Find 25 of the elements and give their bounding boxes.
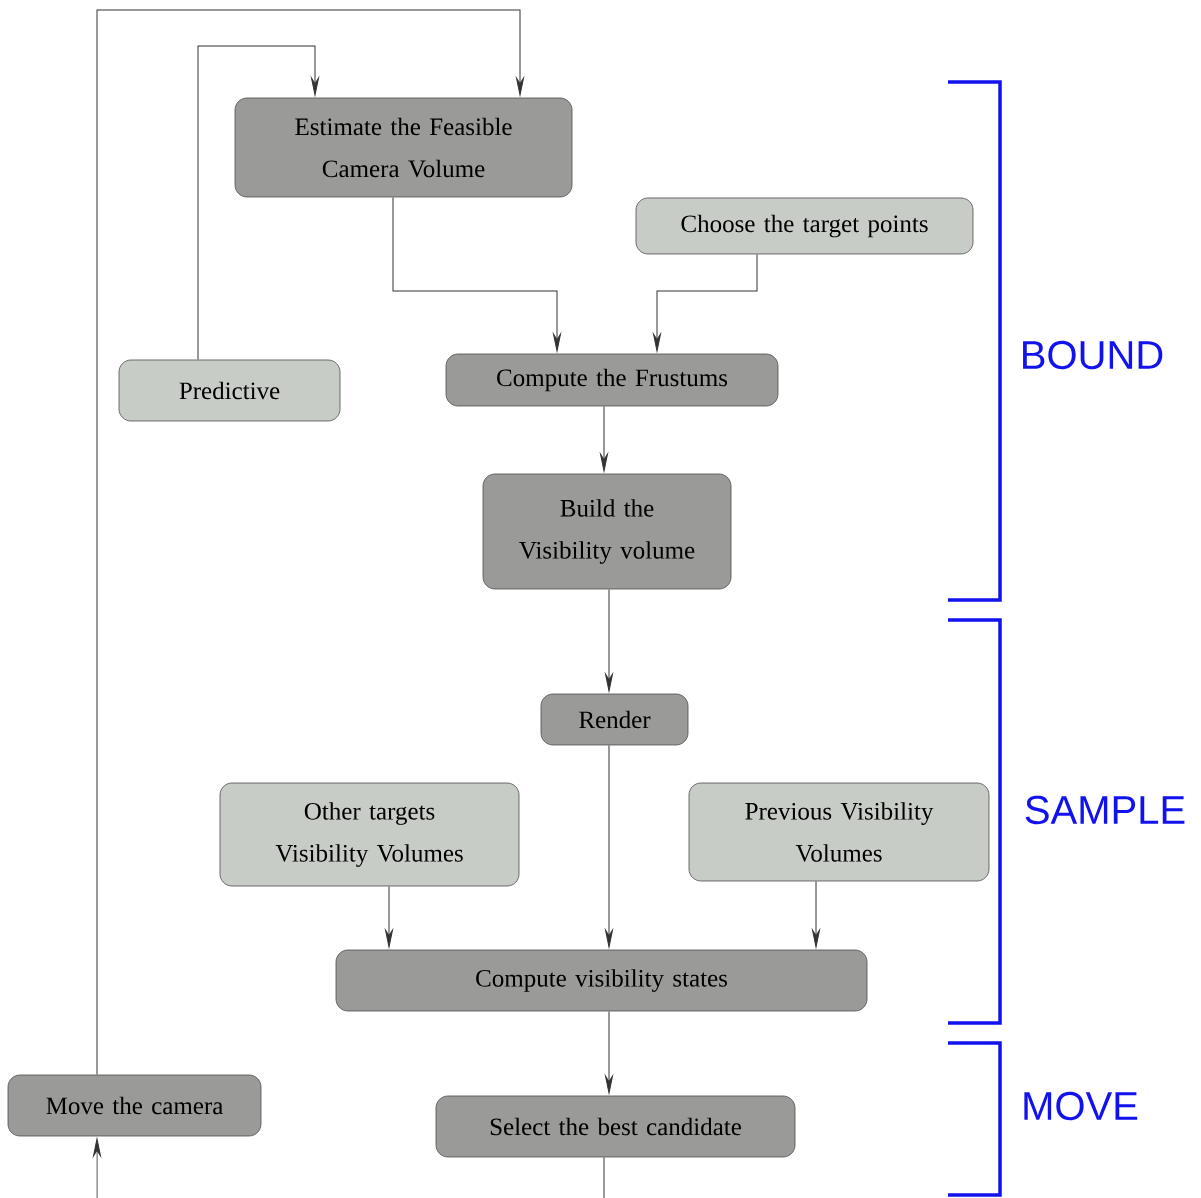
arrow: [93, 1138, 605, 1198]
arrow: [197, 45, 319, 361]
arrow: [605, 588, 613, 692]
section-label: BOUND: [1023, 340, 1163, 370]
process-box: Compute visibility states: [335, 949, 868, 1012]
arrow: [392, 196, 561, 352]
process-box: Build the Visibility volume: [482, 473, 732, 590]
section-label: SAMPLE: [1025, 795, 1185, 825]
process-box: Other targets Visibility Volumes: [219, 782, 520, 887]
arrow: [385, 885, 393, 948]
arrow: [653, 253, 758, 352]
process-box: Render: [540, 693, 689, 746]
arrow: [96, 9, 524, 1076]
arrow: [600, 405, 608, 472]
process-box: Previous Visibility Volumes: [688, 782, 990, 882]
process-box: Predictive: [118, 359, 341, 422]
section-label: MOVE: [1024, 1091, 1138, 1121]
process-box: Choose the target points: [635, 197, 974, 255]
process-box: Estimate the Feasible Camera Volume: [234, 97, 573, 198]
process-box: Compute the Frustums: [445, 353, 779, 407]
process-box: Select the best candidate: [435, 1095, 796, 1158]
arrow: [605, 1010, 613, 1094]
arrow: [812, 880, 820, 948]
process-box: Move the camera: [7, 1074, 262, 1137]
arrow: [605, 744, 613, 948]
